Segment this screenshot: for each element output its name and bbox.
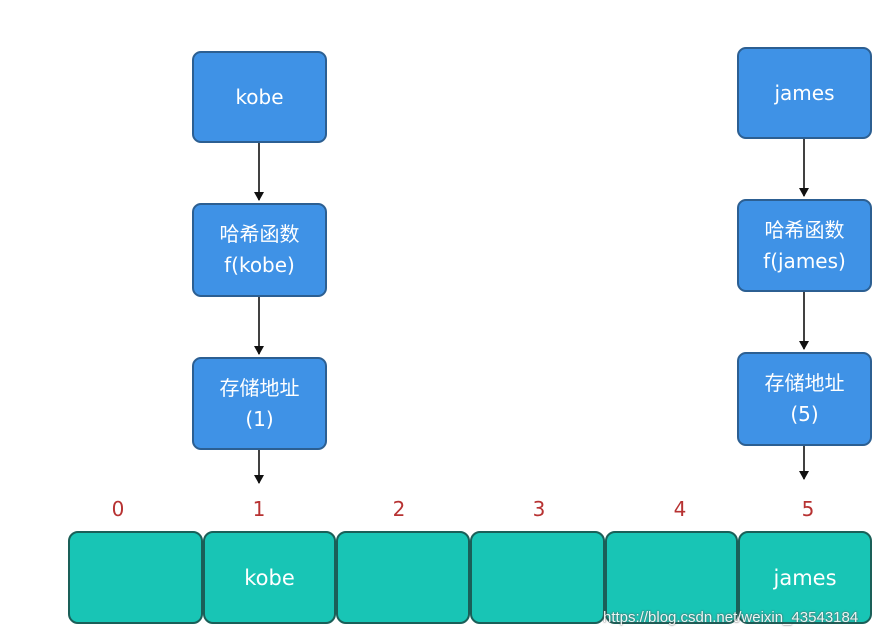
james-address-line1: 存储地址: [764, 371, 845, 395]
array-cell-2: [336, 531, 470, 624]
array-index-3: 3: [532, 497, 546, 521]
array-index-1: 1: [252, 497, 266, 521]
james-address-line2: (5): [790, 402, 819, 426]
kobe-address-line2: (1): [245, 406, 274, 431]
james-input-node: james: [737, 47, 872, 139]
kobe-storage-address-node: 存储地址 (1): [192, 357, 327, 450]
array-index-4: 4: [673, 497, 687, 521]
array-cell-0: [68, 531, 203, 624]
csdn-watermark: https://blog.csdn.net/weixin_43543184: [603, 609, 859, 626]
james-hash-line1: 哈希函数: [764, 217, 845, 242]
array-cell-1: kobe: [203, 531, 336, 624]
array-index-2: 2: [392, 497, 406, 521]
array-index-0: 0: [111, 497, 125, 521]
array-cell-5: james: [738, 531, 872, 624]
james-hash-line2: f(james): [763, 248, 846, 273]
kobe-address-line1: 存储地址: [219, 375, 300, 400]
array-cell-4: [605, 531, 738, 624]
kobe-hash-line1: 哈希函数: [219, 222, 300, 246]
array-cell-3: [470, 531, 605, 624]
kobe-hash-function-node: 哈希函数 f(kobe): [192, 203, 327, 297]
kobe-input-label: kobe: [235, 84, 284, 109]
james-storage-address-node: 存储地址 (5): [737, 352, 872, 446]
array-index-5: 5: [801, 497, 815, 521]
james-hash-function-node: 哈希函数 f(james): [737, 199, 872, 292]
kobe-hash-line2: f(kobe): [224, 253, 295, 277]
james-input-label: james: [774, 80, 835, 105]
kobe-input-node: kobe: [192, 51, 327, 143]
